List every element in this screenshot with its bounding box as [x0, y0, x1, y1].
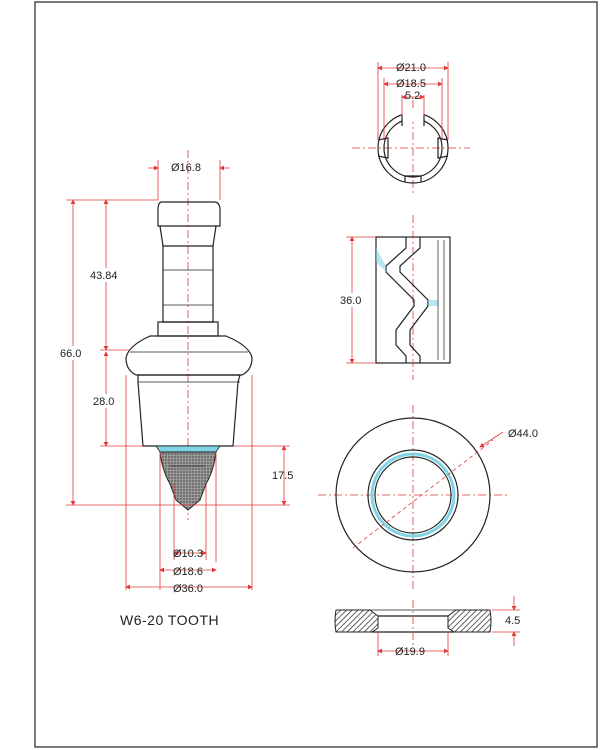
dim-washer-outer-dia: Ø44.0	[508, 428, 538, 440]
washer-top-view: Ø44.0	[318, 405, 538, 590]
dim-neck-dia: Ø18.6	[173, 566, 203, 578]
clip-top-view	[352, 100, 470, 195]
dim-clip-gap: 5.2	[405, 90, 420, 102]
tooth-view	[125, 150, 253, 520]
dim-top-dia: Ø16.8	[171, 162, 201, 174]
dim-tip-dia: Ø10.3	[173, 548, 203, 560]
dim-height-upper: 43.84	[90, 270, 118, 282]
dim-washer-inner-dia: Ø19.9	[395, 646, 425, 658]
washer-section-view	[334, 600, 492, 645]
drawing-caption: W6-20 TOOTH	[120, 612, 219, 628]
clip-side-view	[375, 215, 451, 380]
dim-clip-outer-dia: Ø21.0	[396, 62, 426, 74]
dim-tip-height: 17.5	[272, 470, 293, 482]
dim-height-lower: 28.0	[93, 396, 114, 408]
sheet-border	[34, 1, 598, 748]
dim-washer-thickness: 4.5	[505, 615, 520, 627]
dim-clip-height: 36.0	[340, 295, 361, 307]
dim-height-total: 66.0	[60, 348, 81, 360]
tooth-dimensions: Ø16.8 66.0 43.84 28.0 17.5 Ø10.3 Ø18.6	[58, 160, 293, 595]
clip-top-dimensions: Ø21.0 Ø18.5 5.2	[377, 62, 449, 140]
clip-side-dimensions: 36.0	[338, 236, 376, 364]
washer-section-dimensions: Ø19.9 4.5	[377, 596, 520, 658]
dim-body-dia: Ø36.0	[173, 583, 203, 595]
dim-clip-inner-dia: Ø18.5	[396, 78, 426, 90]
